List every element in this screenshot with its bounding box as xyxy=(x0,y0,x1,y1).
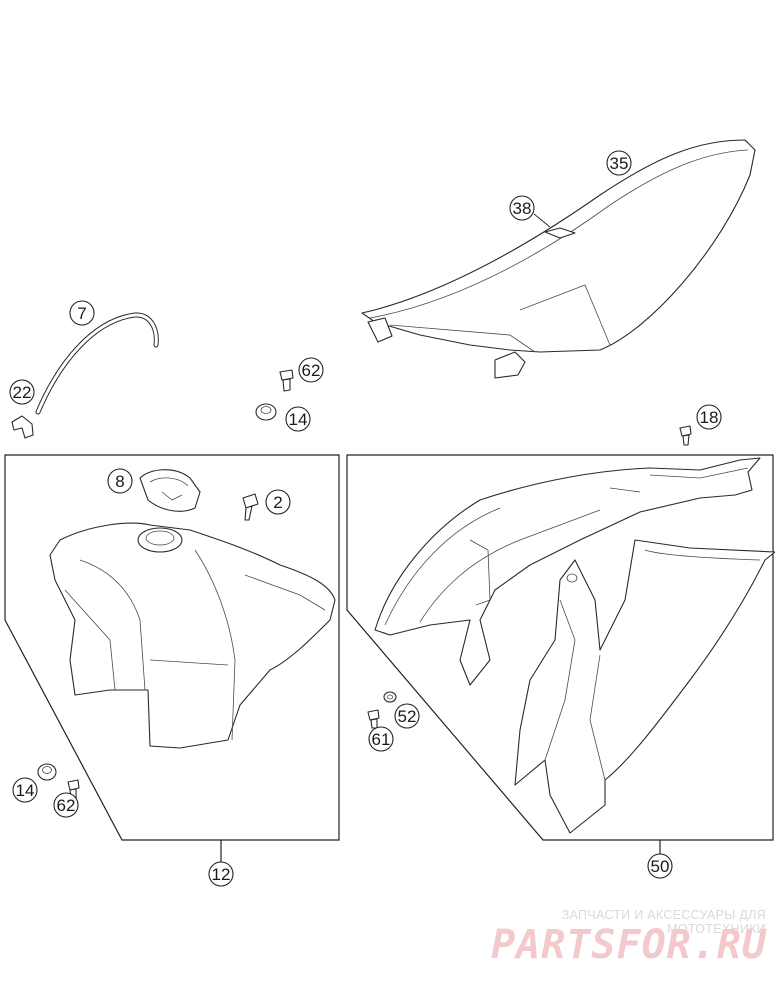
callout-7: 7 xyxy=(69,300,95,326)
callout-2: 2 xyxy=(265,489,291,515)
callout-35: 35 xyxy=(606,150,632,176)
seat-part xyxy=(361,139,756,379)
callout-61: 61 xyxy=(368,726,394,752)
callout-50: 50 xyxy=(647,853,673,879)
callout-62-bottom: 62 xyxy=(53,792,79,818)
screw-part-2 xyxy=(242,493,259,521)
svg-text:14: 14 xyxy=(16,781,35,800)
svg-text:52: 52 xyxy=(398,707,417,726)
callout-52: 52 xyxy=(394,703,420,729)
callout-38: 38 xyxy=(509,195,551,228)
svg-text:12: 12 xyxy=(212,865,231,884)
svg-text:62: 62 xyxy=(57,796,76,815)
svg-text:18: 18 xyxy=(700,408,719,427)
callout-12: 12 xyxy=(208,861,234,887)
watermark-subtitle: ЗАПЧАСТИ И АКСЕССУАРЫ ДЛЯ МОТОТЕХНИКИ xyxy=(561,908,766,936)
callout-22: 22 xyxy=(9,379,35,405)
svg-text:8: 8 xyxy=(115,472,124,491)
callout-18: 18 xyxy=(696,404,722,430)
radiator-shroud-left-part xyxy=(374,457,761,686)
svg-text:7: 7 xyxy=(77,304,86,323)
screw-part-61 xyxy=(367,709,380,729)
svg-text:62: 62 xyxy=(302,361,321,380)
callout-14-bottom: 14 xyxy=(12,777,38,803)
svg-text:2: 2 xyxy=(273,493,282,512)
callout-14-top: 14 xyxy=(285,406,311,432)
screw-part-62-top xyxy=(279,369,294,392)
elbow-fitting-part xyxy=(11,415,34,439)
fuel-cap-part xyxy=(139,469,201,512)
svg-text:14: 14 xyxy=(289,410,308,429)
callout-8: 8 xyxy=(107,468,133,494)
callout-62-top: 62 xyxy=(298,357,324,383)
svg-text:38: 38 xyxy=(513,199,532,218)
spacer-part-14-bottom xyxy=(37,763,57,781)
screw-part-18 xyxy=(679,425,692,446)
tank-group-frame xyxy=(4,454,340,841)
shroud-group-frame xyxy=(346,454,774,841)
svg-text:50: 50 xyxy=(651,857,670,876)
svg-text:22: 22 xyxy=(13,383,32,402)
svg-text:61: 61 xyxy=(372,730,391,749)
washer-part-52 xyxy=(383,691,397,703)
radiator-shroud-right-part xyxy=(514,539,775,834)
svg-text:35: 35 xyxy=(610,154,629,173)
fuel-tank-part xyxy=(49,522,336,749)
spacer-part-14-top xyxy=(255,403,277,421)
watermark-logo: PARTSFOR.RU xyxy=(491,922,767,968)
